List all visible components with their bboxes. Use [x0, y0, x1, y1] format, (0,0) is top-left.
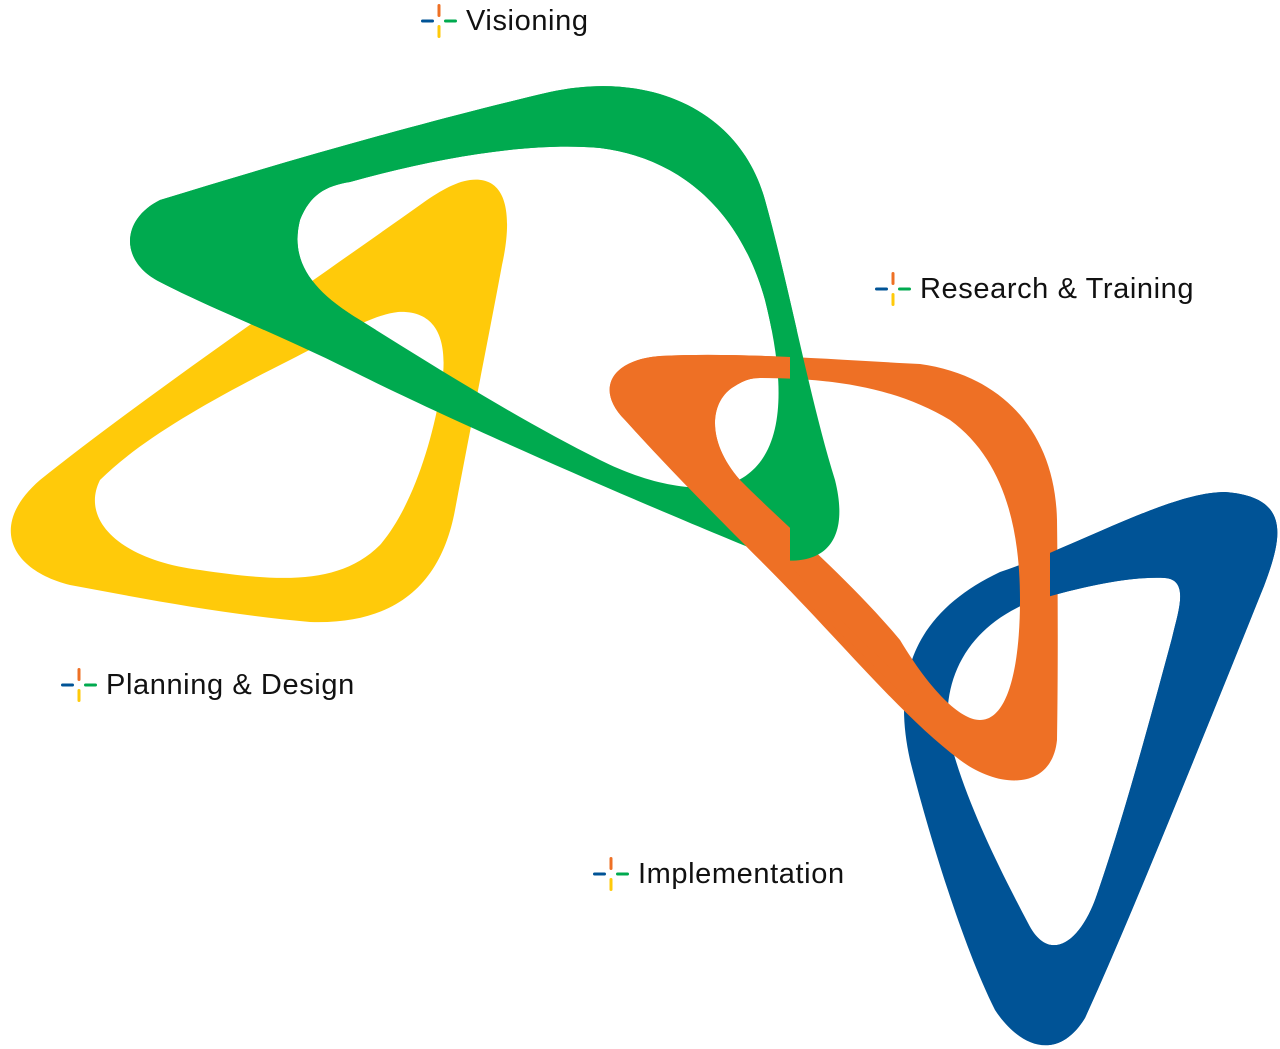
four-color-cross-icon — [875, 272, 911, 306]
blue-boomerang-right-band — [1050, 492, 1278, 1045]
yellow-boomerang — [10, 179, 508, 623]
four-color-cross-icon — [61, 668, 97, 702]
label-planning-design: Planning & Design — [60, 668, 355, 702]
green-boomerang-upper-band — [130, 86, 797, 330]
orange-boomerang-left-band — [609, 354, 790, 591]
label-visioning-text: Visioning — [466, 5, 589, 37]
label-implementation: Implementation — [592, 857, 845, 891]
label-research-training: Research & Training — [874, 272, 1194, 306]
four-color-cross-icon — [593, 857, 629, 891]
label-visioning: Visioning — [420, 4, 589, 38]
four-color-cross-icon — [421, 4, 457, 38]
label-research-training-text: Research & Training — [920, 273, 1195, 305]
label-planning-design-text: Planning & Design — [106, 669, 355, 701]
label-implementation-text: Implementation — [638, 858, 845, 890]
orange-boomerang-tail — [762, 562, 915, 697]
